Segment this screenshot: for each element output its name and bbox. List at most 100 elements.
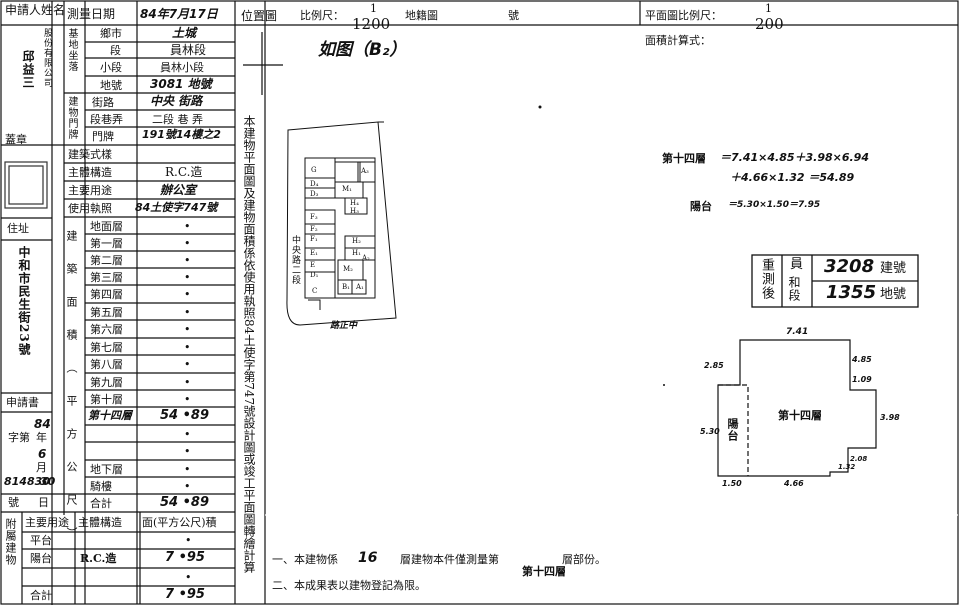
floor-label: 第七層	[90, 341, 123, 354]
annex-col-area: 面(平方公尺)積	[142, 516, 217, 529]
dim-bottom-left: 1.50	[722, 479, 742, 488]
zi-label: 字第	[8, 431, 30, 444]
survey-date-value: 84年7月17日	[140, 7, 218, 21]
structure-label: 主體構造	[68, 166, 112, 179]
floor-label: 第四層	[90, 288, 123, 301]
site-unit: E₁	[310, 249, 318, 257]
location-row-value: 員林小段	[160, 61, 204, 74]
floor-label: 第六層	[90, 323, 123, 336]
door-row-label: 門牌	[92, 130, 114, 143]
stamp-mid-bottom: 和段	[787, 276, 801, 302]
site-road-label: 中央路二段	[290, 235, 300, 285]
site-unit: H₄	[350, 199, 359, 207]
permit-label: 使用執照	[68, 202, 112, 215]
dim-bottom-mid: 4.66	[784, 479, 804, 488]
floor-plan-title: 第十四層	[778, 409, 822, 422]
floor-area: 54 •89	[160, 408, 210, 423]
survey-date-label: 測量日期	[67, 7, 116, 21]
location-row-value: 員林段	[170, 43, 207, 57]
dim-bottom-right: 1.32	[838, 463, 856, 471]
floor-area: •	[184, 376, 191, 389]
annex-use: 平台	[30, 534, 52, 547]
floor-scale-numerator: 1	[765, 2, 772, 15]
floor-area: •	[184, 445, 191, 458]
site-unit: G	[311, 166, 317, 174]
floor-scale-label: 平面圖比例尺：	[645, 9, 722, 22]
dim-top: 7.41	[786, 327, 809, 337]
annex-total-value: 7 •95	[165, 587, 205, 602]
permit-value: 84土使字747號	[135, 201, 218, 214]
site-unit: B₁	[342, 283, 350, 291]
as-figure-note: 如图（B₂）	[318, 40, 407, 60]
site-unit: D₃	[310, 190, 319, 198]
door-row-value: 二段 巷 弄	[152, 113, 203, 126]
note1-suffix: 層部份。	[562, 553, 606, 566]
site-unit: H₁	[352, 249, 361, 257]
site-unit: F₃	[310, 213, 318, 221]
location-row-label: 段	[110, 44, 121, 57]
location-row-label: 地號	[100, 79, 122, 92]
calc-balcony-formula: ＝5.30×1.50＝7.95	[728, 200, 821, 210]
doc-number: 814830	[4, 475, 50, 488]
floor-scale-denominator: 200	[755, 15, 784, 33]
structure-value: R.C.造	[165, 165, 203, 179]
site-unit: M₂	[343, 265, 353, 273]
location-row-value: 土城	[172, 26, 197, 40]
floor-area: •	[184, 254, 191, 267]
land-map-label: 地籍圖	[405, 9, 438, 22]
site-unit: A₁	[356, 283, 364, 291]
floor-label: 地下層	[90, 463, 123, 476]
total-value: 54 •89	[160, 495, 210, 510]
dim-right: 3.98	[880, 413, 900, 422]
dim-left-top: 2.85	[704, 361, 724, 370]
annex-total-label: 合計	[30, 589, 52, 602]
annex-section-label: 附屬建物	[4, 518, 17, 566]
doc-month: 6	[38, 447, 47, 461]
floor-label: 第三層	[90, 271, 123, 284]
door-label: 建物門牌	[66, 96, 77, 140]
hao-label: 號	[8, 496, 19, 509]
seal	[4, 161, 48, 209]
site-road-label-2: 路正中	[330, 321, 358, 331]
scale-numerator: 1	[370, 2, 377, 15]
site-unit: H₂	[352, 237, 361, 245]
floor-label: 第五層	[90, 306, 123, 319]
area-formula-label: 面積計算式：	[645, 34, 711, 47]
floor-label: 第十四層	[88, 409, 132, 422]
note1-floor-written: 第十四層	[522, 565, 566, 578]
scale-denominator: 1200	[352, 15, 391, 33]
floor-label: 地面層	[90, 220, 123, 233]
scale-label: 比例尺：	[300, 9, 344, 22]
calc-balcony-label: 陽台	[690, 200, 712, 213]
annex-col-use: 主要用途	[25, 516, 69, 529]
balcony-outline	[718, 384, 749, 476]
annex-use: 陽台	[30, 552, 52, 565]
site-unit: F₂	[310, 225, 318, 233]
site-unit: C	[312, 287, 318, 295]
floor-area: •	[184, 463, 191, 476]
door-row-label: 街路	[92, 96, 114, 109]
site-unit: F₁	[310, 235, 318, 243]
floor-area: •	[184, 271, 191, 284]
floor-area: •	[184, 323, 191, 336]
stamp-land-number: 1355	[826, 282, 877, 303]
site-unit: E	[310, 261, 316, 269]
floor-plan-drawing	[717, 339, 877, 477]
location-row-value: 3081 地號	[150, 77, 212, 91]
seal-label: 蓋章	[5, 133, 27, 146]
stamp-building-number: 3208	[824, 256, 875, 277]
floor-label: 第二層	[90, 254, 123, 267]
total-label: 合計	[90, 497, 112, 510]
floor-area: •	[184, 306, 191, 319]
floor-plan-balcony: 陽台	[726, 418, 739, 442]
dim-right-step: 1.09	[852, 375, 872, 384]
dim-left: 5.30	[700, 427, 720, 436]
doc-year: 84	[34, 417, 51, 431]
floor-label: 第九層	[90, 376, 123, 389]
site-boundary	[286, 121, 397, 326]
area-section-label: 建築面積（平方公尺）	[65, 230, 78, 560]
floor-area: •	[184, 358, 191, 371]
site-unit: A₂	[362, 254, 370, 262]
location-row-label: 鄉市	[100, 27, 122, 40]
